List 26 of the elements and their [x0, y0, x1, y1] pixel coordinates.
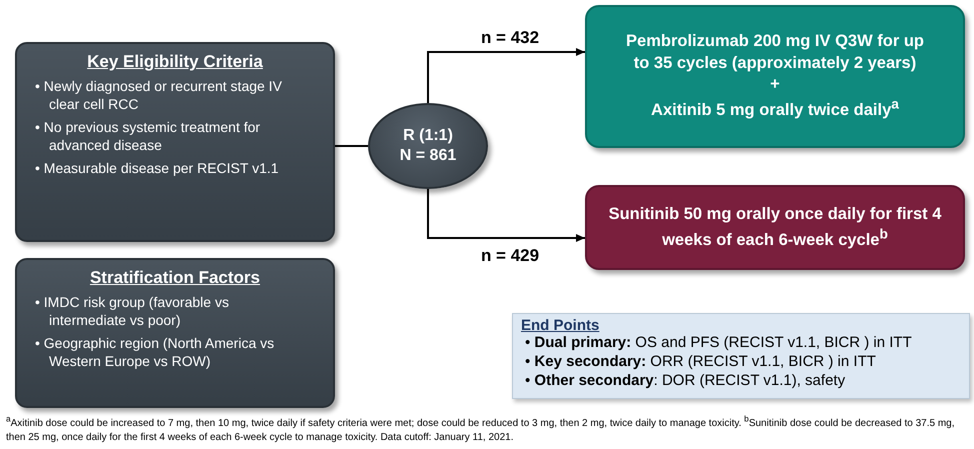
bullet-item: • Key secondary: ORR (RECIST v1.1, BICR ) in ITT: [525, 352, 877, 372]
treatment-text: +: [770, 74, 780, 96]
panel-heading: Stratification Factors: [88, 268, 262, 288]
bullet-item: • Newly diagnosed or recurrent stage IV clear cell RCC: [35, 78, 283, 113]
treatment-text: Pembrolizumab 200 mg IV Q3W for up to 35 cycles (approximately 2 years): [625, 31, 925, 74]
bullet-item: • Geographic region (North America vs Western Europe vs ROW): [35, 335, 276, 370]
bullet-item: • Dual primary: OS and PFS (RECIST v1.1, BICR ) in ITT: [525, 334, 913, 353]
bullet-item: • Measurable disease per RECIST v1.1: [35, 160, 280, 178]
endpoints-panel: [512, 313, 970, 399]
panel-heading: Key Eligibility Criteria: [86, 52, 264, 72]
bullet-item: • No previous systemic treatment for advanced disease: [35, 119, 262, 154]
treatment-arm-box: [585, 5, 965, 148]
treatment-arm-box: [585, 185, 965, 270]
edge-label: n = 429: [480, 246, 540, 266]
connector-arrow: [427, 48, 585, 103]
treatment-text: Sunitinib 50 mg orally once daily for first 4 weeks of each 6-week cycle$^{b}$: [608, 204, 942, 251]
panel-heading: End Points: [521, 317, 600, 334]
footnote: $^{a}$Axitinib dose could be increased to 7 mg, then 10 mg, twice daily if safety criteria were met; dose could be reduced to 3 mg, then 2 mg, twice daily to manage toxicity. $^{b}$Sunitinib dose could be decreased to 37.5 mg, then 25 mg, once daily for the first 4 weeks of each 6-week cycle to manage toxicity. Data cutoff: January 11, 2021.: [6, 414, 956, 444]
edge-label: n = 432: [480, 28, 540, 48]
connector-arrow: [427, 189, 585, 242]
treatment-text: Axitinib 5 mg orally twice daily$^{a}$: [651, 96, 899, 122]
criteria-panel: [15, 258, 335, 408]
criteria-panel: [15, 42, 335, 242]
bullet-item: • IMDC risk group (favorable vs intermediate vs poor): [35, 294, 230, 329]
randomization-text: R (1:1) N = 861: [398, 126, 458, 166]
bullet-item: • Other secondary: DOR (RECIST v1.1), safety: [525, 372, 846, 390]
